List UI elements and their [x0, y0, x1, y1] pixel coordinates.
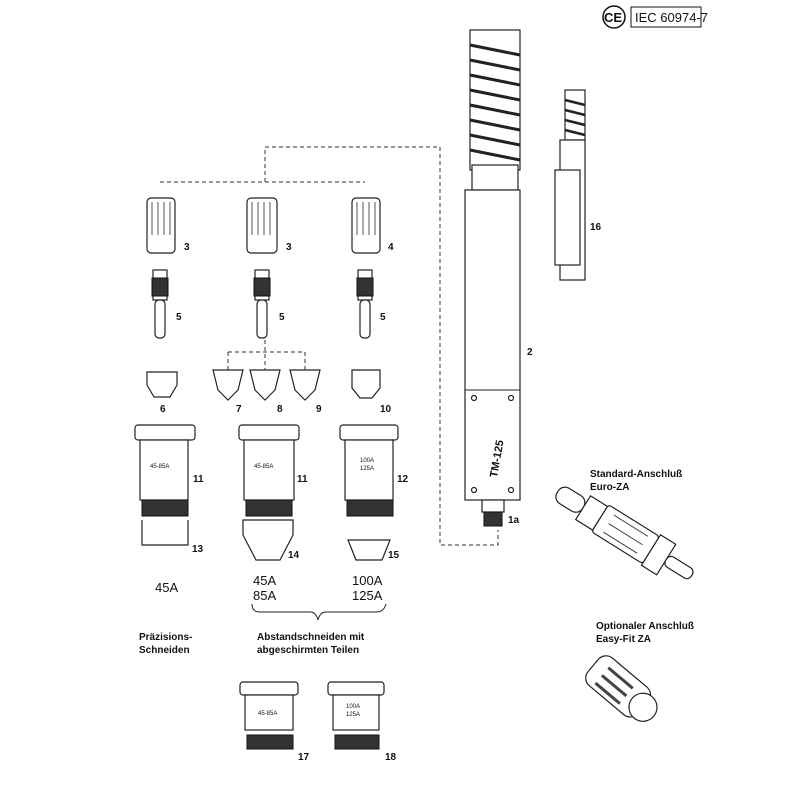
shield-cap	[134, 424, 399, 517]
current-rating: 100A	[352, 573, 383, 588]
part-number: 8	[277, 404, 283, 415]
part-number: 15	[388, 550, 400, 561]
part-number: 7	[236, 404, 242, 415]
part-marking: 125A	[360, 466, 374, 472]
part-number: 1a	[508, 515, 520, 526]
part-number: 13	[192, 544, 204, 555]
grouping-brace	[251, 603, 387, 621]
standard-label: IEC 60974-7	[635, 10, 708, 25]
part-number: 18	[385, 752, 397, 763]
ce-mark: CE	[602, 5, 626, 29]
part-marking: 45-85A	[254, 464, 273, 470]
part-marking: 45-85A	[150, 464, 169, 470]
part-number: 5	[176, 312, 182, 323]
part-number: 2	[527, 347, 533, 358]
part-number: 11	[193, 474, 204, 485]
handle-part-16	[554, 89, 586, 281]
caption: Präzisions-	[139, 632, 192, 643]
electrode	[151, 269, 374, 339]
assembly-dashed-line	[160, 146, 499, 546]
caption: Euro-ZA	[590, 482, 629, 493]
tip-options-line	[227, 340, 306, 370]
caption: Schneiden	[139, 645, 190, 656]
caption: abgeschirmten Teilen	[257, 645, 359, 656]
part-number: 3	[184, 242, 190, 253]
part-number: 10	[380, 404, 392, 415]
part-number: 6	[160, 404, 166, 415]
part-number: 4	[388, 242, 394, 253]
current-rating: 125A	[352, 588, 383, 603]
part-number: 17	[298, 752, 310, 763]
shield-cap-alt	[239, 681, 385, 750]
part-number: 12	[397, 474, 409, 485]
part-number: 14	[288, 550, 300, 561]
standard-box	[630, 6, 702, 28]
part-marking: 125A	[346, 712, 360, 718]
part-marking: 45-85A	[258, 711, 277, 717]
caption: Standard-Anschluß	[590, 469, 682, 480]
part-marking: 100A	[360, 458, 374, 464]
part-number: 16	[590, 222, 602, 233]
euro-za-connector	[555, 486, 694, 580]
current-rating: 45A	[155, 580, 178, 595]
part-number: 3	[286, 242, 292, 253]
torch-hose	[469, 29, 521, 191]
nozzle-tip	[146, 369, 381, 401]
part-number: 11	[297, 474, 308, 485]
easy-fit-connector	[585, 655, 658, 722]
part-number: 5	[380, 312, 386, 323]
ce-text: CE	[604, 10, 622, 25]
caption: Abstandschneiden mit	[257, 632, 365, 643]
current-rating: 45A	[253, 573, 276, 588]
part-number: 5	[279, 312, 285, 323]
torch-body	[464, 189, 521, 527]
caption: Optionaler Anschluß	[596, 621, 694, 632]
part-number: 9	[316, 404, 322, 415]
current-rating: 85A	[253, 588, 276, 603]
retaining-cap	[146, 197, 381, 254]
deflector-shield	[141, 519, 391, 561]
part-marking: 100A	[346, 704, 360, 710]
caption: Easy-Fit ZA	[596, 634, 651, 645]
